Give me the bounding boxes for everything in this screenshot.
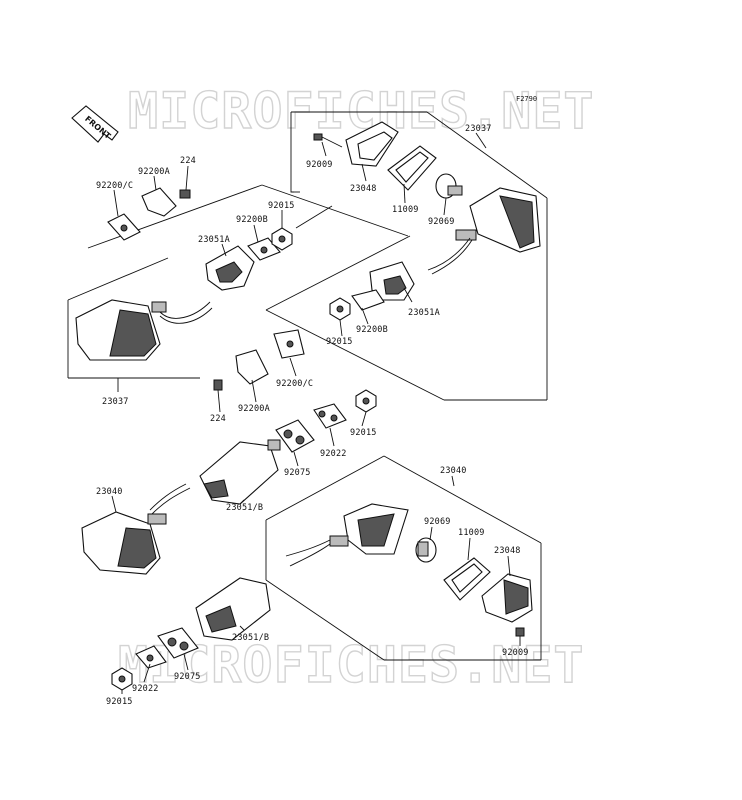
label-92015-bottom: 92015 <box>106 697 133 707</box>
label-92069-top: 92069 <box>428 217 455 227</box>
signal-housing-23037-left <box>75 299 213 361</box>
signal-housing-23040-right <box>285 503 409 567</box>
label-23051B-mid: 23051/B <box>226 503 263 513</box>
label-23051B-bottom: 23051/B <box>232 633 269 643</box>
watermark-top: MICROFICHES.NET <box>128 82 595 140</box>
grommet-92075-bottom <box>157 627 199 659</box>
label-23037-left: 23037 <box>102 397 129 407</box>
nut-92015-bottom <box>111 667 133 691</box>
label-92200C-left: 92200/C <box>96 181 133 191</box>
label-11009-bottom: 11009 <box>458 528 485 538</box>
screw-92009-bottom <box>515 627 525 637</box>
label-23051A-left: 23051A <box>198 235 230 245</box>
bulb-92069-bottom <box>415 537 437 563</box>
screw-92009-top <box>313 133 343 148</box>
grommet-92022-mid <box>313 403 347 429</box>
label-92015-mid: 92015 <box>350 428 377 438</box>
figure-code: F2790 <box>516 95 537 103</box>
nut-92015-mid <box>355 389 377 413</box>
label-23040-left: 23040 <box>96 487 123 497</box>
label-92069-bottom: 92069 <box>424 517 451 527</box>
label-92009-bottom: 92009 <box>502 648 529 658</box>
label-92022-mid: 92022 <box>320 449 347 459</box>
label-92200B-right: 92200B <box>356 325 388 335</box>
front-arrow-icon: FRONT <box>71 105 119 143</box>
label-23048-top: 23048 <box>350 184 377 194</box>
bracket-92200A-left <box>141 187 177 217</box>
bulb-92069-top <box>435 173 463 199</box>
label-23037-top: 23037 <box>465 124 492 134</box>
nut-92015-right <box>329 297 351 321</box>
label-23040-right: 23040 <box>440 466 467 476</box>
label-92200A-left: 92200A <box>138 167 170 177</box>
label-224-mid: 224 <box>210 414 226 424</box>
label-92015-right: 92015 <box>326 337 353 347</box>
signal-housing-top-right <box>427 187 541 275</box>
grommet-92075-mid <box>275 419 315 453</box>
label-92009-top: 92009 <box>306 160 333 170</box>
label-92200B-left: 92200B <box>236 215 268 225</box>
base-23051A-left <box>205 245 255 291</box>
gasket-11009-bottom <box>443 557 491 601</box>
plate-92200B-right <box>351 289 385 311</box>
screw-224-mid <box>213 379 223 391</box>
label-11009-top: 11009 <box>392 205 419 215</box>
base-23051B-mid <box>199 439 281 505</box>
label-92015-left: 92015 <box>268 201 295 211</box>
lens-23048-top <box>345 121 399 167</box>
screw-224-left <box>179 189 191 199</box>
signal-housing-23040-left <box>81 483 191 575</box>
gasket-11009-top <box>387 145 437 191</box>
base-23051A-right <box>369 261 415 301</box>
plate-92200C-left <box>107 213 141 241</box>
label-92075-bottom: 92075 <box>174 672 201 682</box>
label-23051A-right: 23051A <box>408 308 440 318</box>
plate-92200C-mid <box>273 329 305 359</box>
leader-lines <box>111 132 521 694</box>
label-92075-mid: 92075 <box>284 468 311 478</box>
label-92200A-mid: 92200A <box>238 404 270 414</box>
label-92022-bottom: 92022 <box>132 684 159 694</box>
bracket-92200A-mid <box>235 349 269 385</box>
label-23048-bottom: 23048 <box>494 546 521 556</box>
base-23051B-bottom <box>195 577 271 641</box>
lens-23048-bottom <box>481 573 533 623</box>
label-224-left: 224 <box>180 156 196 166</box>
label-92200C-mid: 92200/C <box>276 379 313 389</box>
grommet-92022-bottom <box>135 645 167 669</box>
